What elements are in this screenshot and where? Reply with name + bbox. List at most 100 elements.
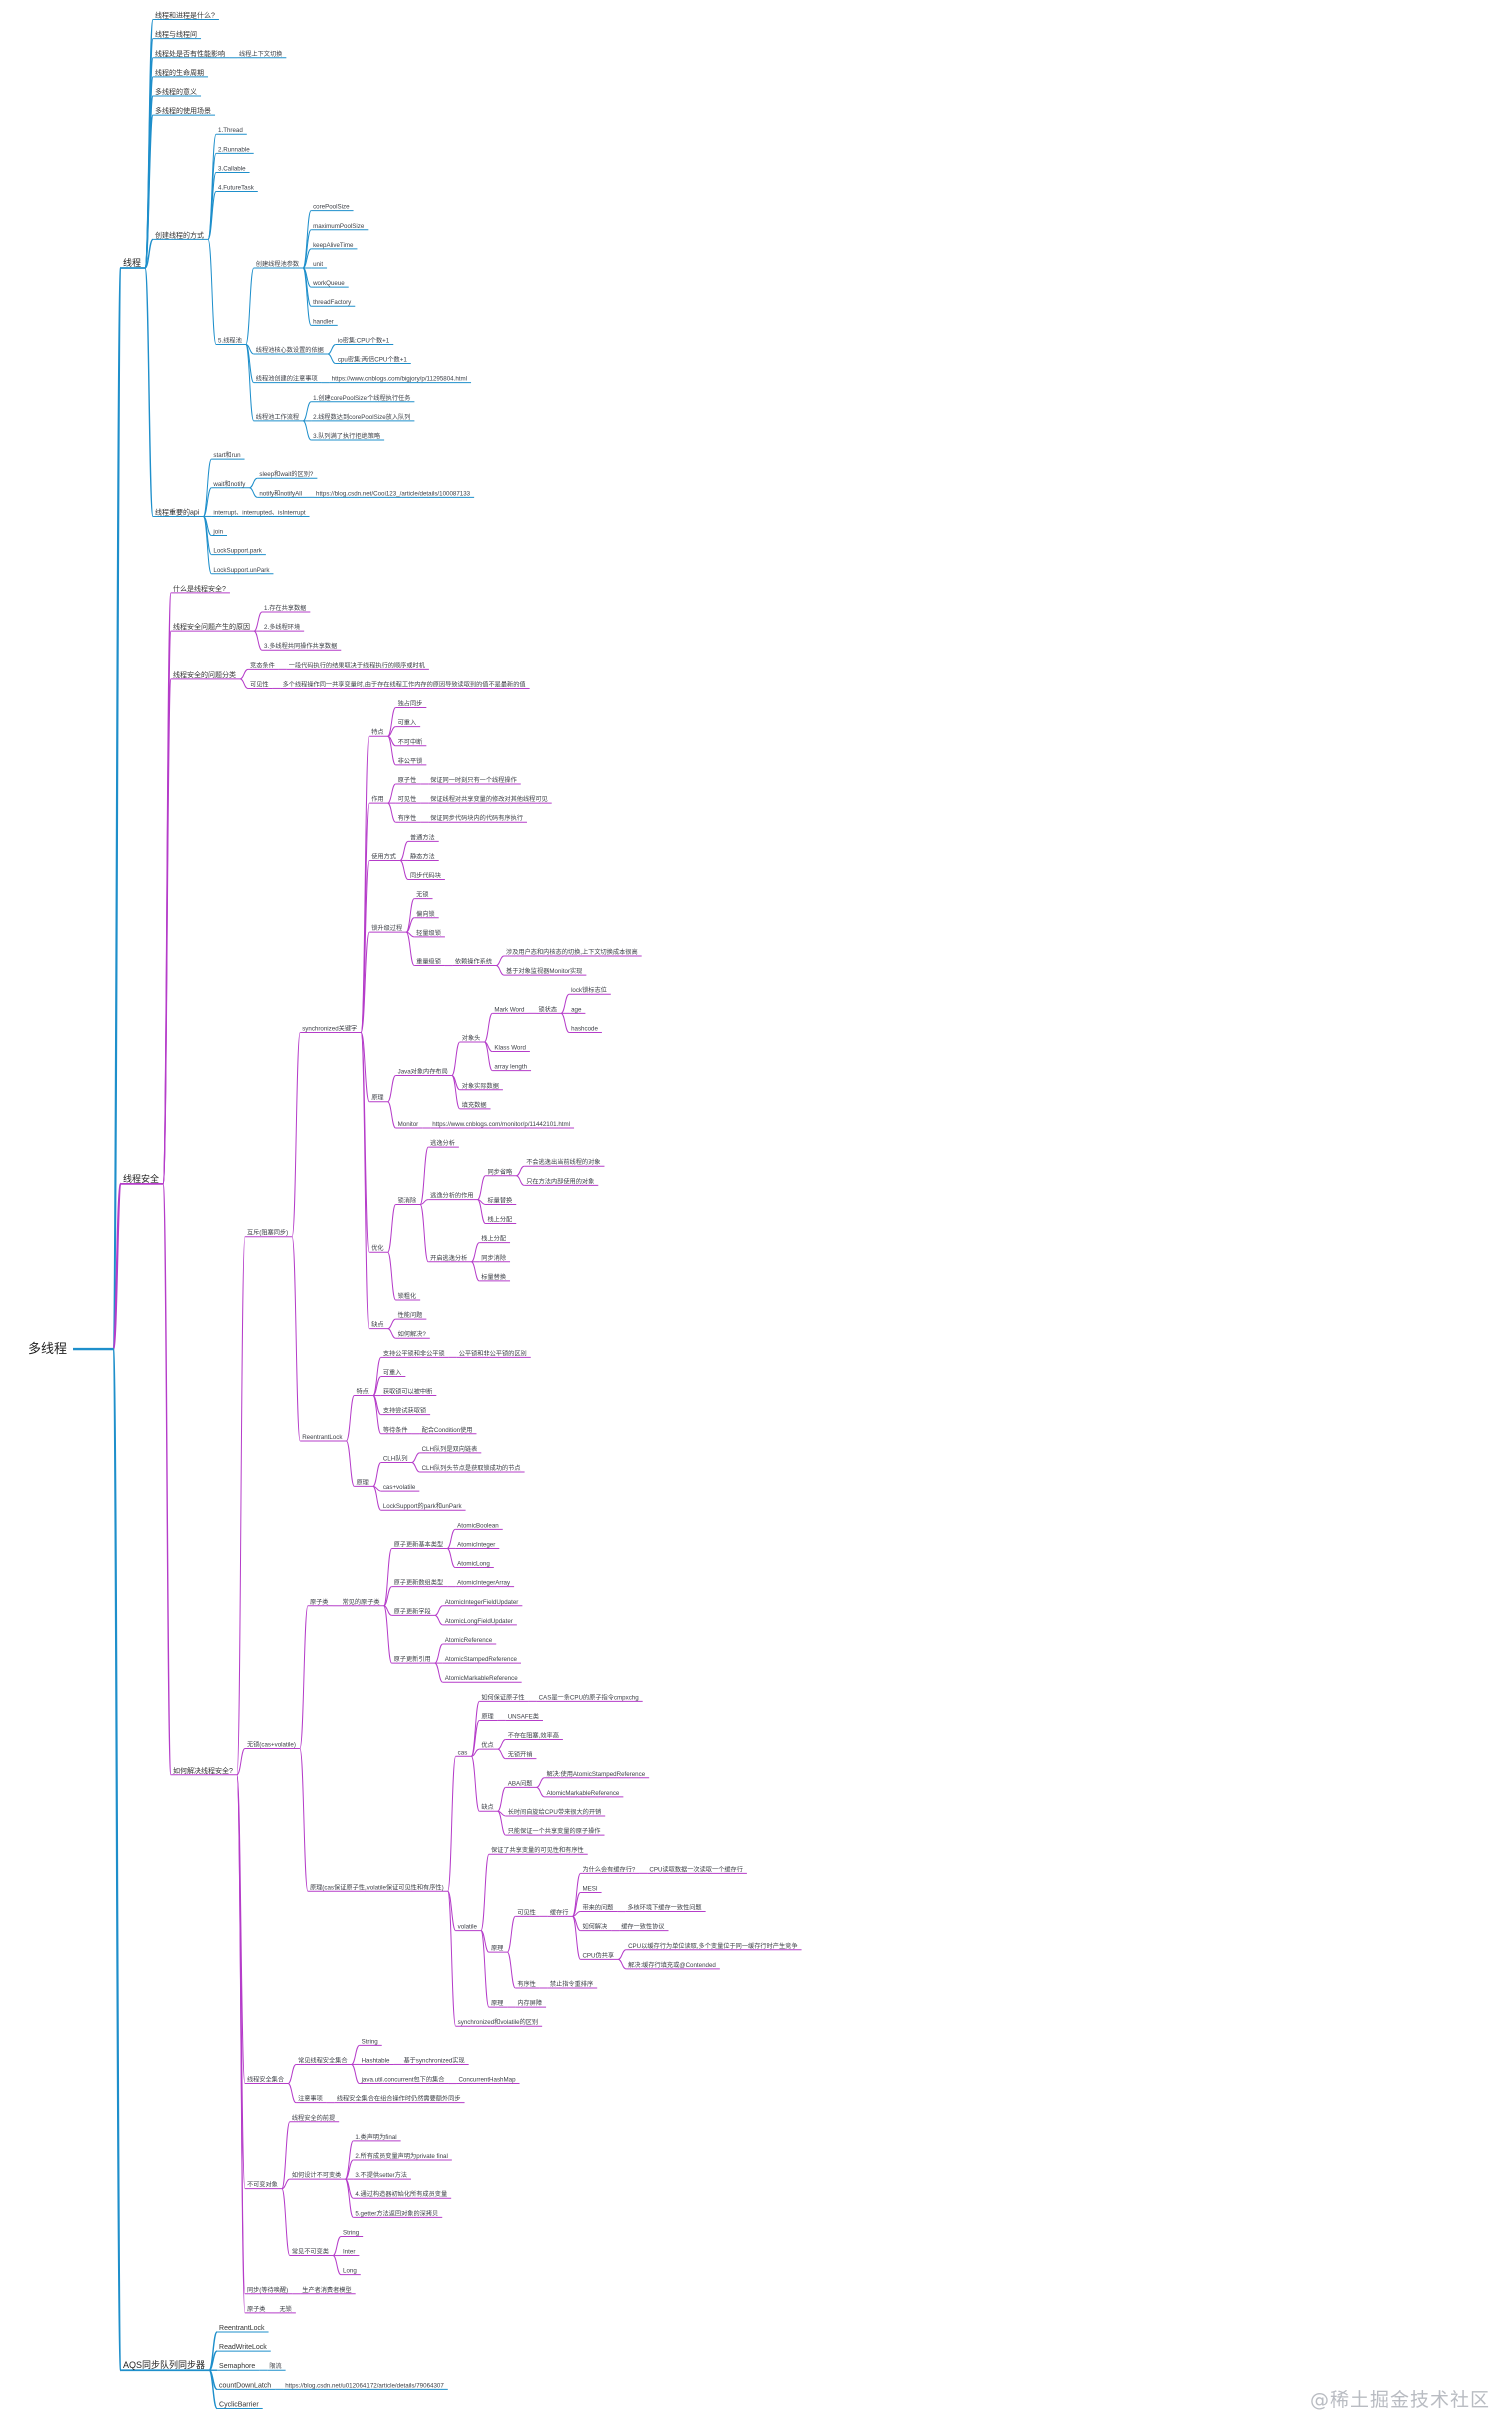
node-node[interactable]: 线程 <box>123 257 141 268</box>
node-node[interactable]: 一段代码执行的结果取决于线程执行的顺序或时机 <box>289 661 426 669</box>
node-node[interactable]: 使用方式 <box>371 852 396 860</box>
node-api[interactable]: 线程重要的api <box>155 507 200 516</box>
node-https-www-cnblogs-com-mo[interactable]: https://www.cnblogs.com/monitor/p/114421… <box>432 1121 570 1128</box>
node-node[interactable]: 线程安全 <box>123 1173 159 1184</box>
node-node[interactable]: 非公平锁 <box>398 757 423 765</box>
node-synchronized[interactable]: 基于synchronized实现 <box>403 2056 464 2064</box>
node-locksupport-unpark[interactable]: LockSupport.unPark <box>213 567 270 574</box>
node-node[interactable]: 优点 <box>481 1741 493 1749</box>
node-array-length[interactable]: array length <box>494 1064 527 1071</box>
node-4-futuretask[interactable]: 4.FutureTask <box>218 185 255 192</box>
node-node[interactable]: 逃逸分析 <box>430 1139 455 1147</box>
node-node[interactable]: 不会逃逸出当前线程的对象 <box>526 1158 600 1166</box>
node-1-final[interactable]: 1.类声明为final <box>355 2133 396 2141</box>
node-2-corepoolsize[interactable]: 2.线程数达到corePoolSize放入队列 <box>313 413 410 421</box>
node-atomicinteger[interactable]: AtomicInteger <box>457 1541 495 1548</box>
node-node[interactable]: 静态方法 <box>410 852 435 860</box>
node-string[interactable]: String <box>343 2229 360 2236</box>
node-node[interactable]: 竞态条件 <box>250 661 275 669</box>
node-cas-volatile[interactable]: cas+volatile <box>383 1484 416 1491</box>
node-node[interactable]: 开启逃逸分析 <box>430 1254 467 1262</box>
node-node[interactable]: 有序性 <box>398 814 417 822</box>
node-node[interactable]: 内存屏障 <box>517 1999 542 2007</box>
node-clh[interactable]: CLH队列是双向链表 <box>422 1445 478 1453</box>
node-node[interactable]: 生产者消费者模型 <box>302 2286 352 2294</box>
node-node[interactable]: 特点 <box>356 1388 368 1396</box>
node-node[interactable]: 锁消除 <box>398 1196 417 1204</box>
node-node[interactable]: 普通方法 <box>410 833 435 841</box>
node-atomicmarkablereference[interactable]: AtomicMarkableReference <box>445 1675 518 1682</box>
node-node[interactable]: 可重入 <box>398 719 417 727</box>
node-node[interactable]: 原子类 <box>247 2305 266 2313</box>
node-age[interactable]: age <box>571 1006 582 1013</box>
node-https-blog-csdn-net-u012[interactable]: https://blog.csdn.net/u012064172/article… <box>285 2382 444 2389</box>
node-node[interactable]: 支持尝试获取锁 <box>383 1407 426 1415</box>
node-synchronized[interactable]: synchronized关键字 <box>302 1024 357 1032</box>
node-hashtable[interactable]: Hashtable <box>362 2057 390 2064</box>
node-1-corepoolsize[interactable]: 1.创建corePoolSize个线程执行任务 <box>313 394 410 402</box>
node-java[interactable]: Java对象内存布局 <box>398 1067 448 1075</box>
node-node[interactable]: 保证同步代码块内的代码有序执行 <box>430 814 523 822</box>
node-node[interactable]: 线程安全集合 <box>247 2076 284 2084</box>
node-node[interactable]: 保证了共享变量的可见性和有序性 <box>491 1846 584 1854</box>
node-clh[interactable]: CLH队列 <box>383 1454 408 1462</box>
node-wait-notify[interactable]: wait和notify <box>212 480 246 488</box>
node-semaphore[interactable]: Semaphore <box>219 2363 255 2370</box>
node-https-www-cnblogs-com-bi[interactable]: https://www.cnblogs.com/bigjory/p/112958… <box>332 376 467 383</box>
node-concurrenthashmap[interactable]: ConcurrentHashMap <box>458 2077 516 2084</box>
node-unit[interactable]: unit <box>313 261 323 268</box>
node-node[interactable]: 线程安全的前提 <box>292 2114 335 2122</box>
node-node[interactable]: 轻量级锁 <box>416 929 441 937</box>
node-node[interactable]: 不可变对象 <box>247 2181 278 2189</box>
node-locksupport-park-unpark[interactable]: LockSupport的park和unPark <box>383 1502 463 1510</box>
node-node[interactable]: 无锁 <box>280 2305 292 2313</box>
node-node[interactable]: 保证线程对共享变量的修改对其他线程可见 <box>430 795 548 803</box>
node-long[interactable]: Long <box>343 2268 357 2275</box>
node-node[interactable]: 有序性 <box>517 1980 536 1988</box>
node-inter[interactable]: Inter <box>343 2249 355 2256</box>
node-node[interactable]: 原理 <box>356 1479 368 1486</box>
node-3[interactable]: 3.多线程共同操作共享数据 <box>264 642 337 650</box>
node-node[interactable]: 缺点 <box>371 1321 383 1329</box>
node-java-util-concurrent[interactable]: java.util.concurrent包下的集合 <box>361 2076 445 2084</box>
node-node[interactable]: 常见的原子类 <box>343 1598 380 1606</box>
node-2-private-final[interactable]: 2.所有成员变量声明为private final <box>355 2152 448 2160</box>
node-3-setter[interactable]: 3.不提供setter方法 <box>355 2171 407 2179</box>
node-node[interactable]: 互斥(阻塞同步) <box>247 1229 288 1237</box>
node-node[interactable]: 同步消除 <box>481 1254 507 1262</box>
node-node[interactable]: 创建线程池参数 <box>256 260 300 268</box>
node-3[interactable]: 3.队列满了执行拒绝策略 <box>313 432 381 440</box>
node-node[interactable]: 性能问题 <box>398 1311 423 1319</box>
node-node[interactable]: 如何解决? <box>398 1330 427 1338</box>
node-node[interactable]: 可见性 <box>398 795 417 803</box>
node-cpu[interactable]: CPU伪共享 <box>582 1951 614 1959</box>
node-node[interactable]: 线程池工作流程 <box>256 413 299 421</box>
node-node[interactable]: 原子更新基本类型 <box>394 1540 444 1548</box>
node-sleep-wait[interactable]: sleep和wait的区别? <box>259 470 314 478</box>
node-node[interactable]: 原理 <box>371 1095 383 1102</box>
node-2[interactable]: 2.多线程环境 <box>264 623 300 631</box>
node-node[interactable]: 缓存行 <box>550 1908 569 1916</box>
node-node[interactable]: 线程池核心数设置的依据 <box>256 346 324 354</box>
node-4[interactable]: 4.通过构造器初始化所有成员变量 <box>355 2190 447 2198</box>
node-node[interactable]: 栈上分配 <box>487 1216 512 1224</box>
node-node[interactable]: 线程的生命周期 <box>155 68 204 77</box>
node-node[interactable]: 独占同步 <box>398 700 423 708</box>
node-node[interactable]: 可见性 <box>517 1908 536 1916</box>
node-node[interactable]: 标量替换 <box>487 1196 512 1204</box>
node-cpu-cpu-1[interactable]: cpu密集:两倍CPU个数+1 <box>338 356 407 364</box>
node-aba[interactable]: ABA问题 <box>508 1779 533 1787</box>
node-node[interactable]: 涉及用户态和内核态的切换,上下文切换成本很高 <box>506 948 638 956</box>
node-mesi[interactable]: MESI <box>582 1885 597 1892</box>
node-unsafe[interactable]: UNSAFE类 <box>508 1712 539 1720</box>
node-cpu[interactable]: 长时间自旋给CPU带来很大的开销 <box>508 1808 602 1816</box>
node-node[interactable]: 作用 <box>371 795 383 803</box>
node-node[interactable]: 特点 <box>371 728 383 736</box>
node-node[interactable]: 同步代码块 <box>410 872 441 880</box>
node-keepalivetime[interactable]: keepAliveTime <box>313 242 354 249</box>
node-node[interactable]: 无锁开销 <box>508 1751 533 1759</box>
node-1[interactable]: 1.存在共享数据 <box>264 604 306 612</box>
node-cas-volatile[interactable]: 无锁(cas+volatile) <box>247 1741 296 1749</box>
node-node[interactable]: 原子更新字段 <box>394 1607 431 1615</box>
root-node[interactable]: 多线程 <box>28 1341 67 1356</box>
